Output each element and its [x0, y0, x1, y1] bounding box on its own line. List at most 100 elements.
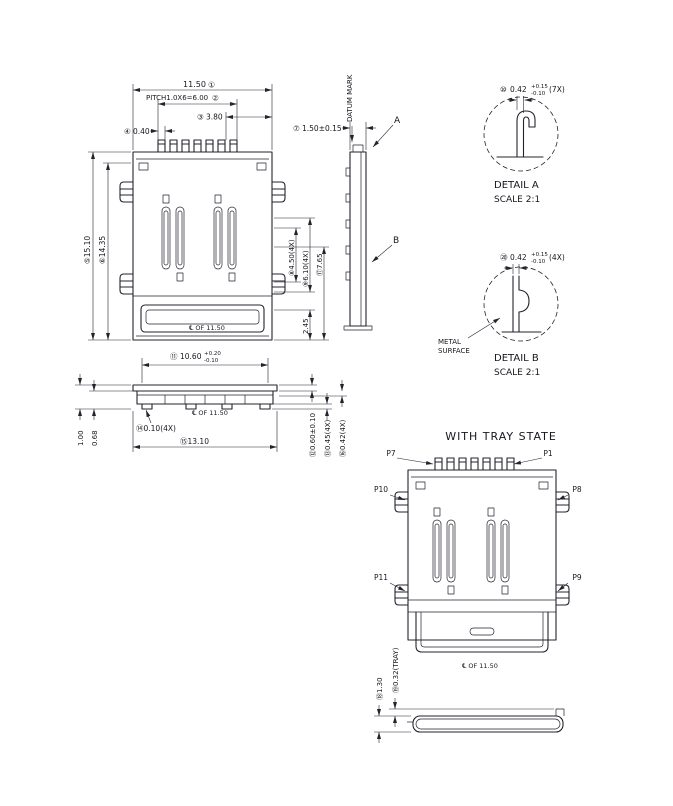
detail-a-scale: SCALE 2:1 [494, 195, 540, 205]
detail-b-dim-num: ⑳ [500, 253, 508, 262]
detail-a-tol-minus: -0.10 [531, 91, 546, 97]
tray-front-lip [415, 611, 549, 653]
detail-b-dim-suffix: (4X) [549, 253, 565, 262]
contact-pin [217, 139, 226, 153]
contact-pin [434, 457, 443, 471]
side-view-body-outline [349, 151, 367, 327]
pin-label-p8: P8 [572, 485, 582, 494]
pin-label-p7: P7 [386, 449, 396, 458]
callout-a-label: A [394, 116, 401, 126]
tray-side-dimension-lines [374, 698, 554, 743]
contact-pin [205, 139, 214, 153]
dim-pitch: PITCH1.0X6=6.00 [146, 94, 208, 102]
dim-1060-num: ⑪ [170, 352, 178, 361]
mounting-lug [271, 181, 286, 203]
mounting-lug [394, 491, 409, 513]
contact-slots [486, 507, 510, 595]
dim-765: ⑰7.65 [316, 253, 324, 276]
dim-040-num: ④ [124, 127, 131, 136]
dim-1510: ⑤15.10 [83, 236, 92, 264]
contact-pin [482, 457, 491, 471]
contact-pin [229, 139, 238, 153]
dim-width-num: ① [208, 81, 215, 90]
contact-pin [169, 139, 178, 153]
contact-slots [213, 194, 237, 282]
dim-150: 1.50±0.15 [302, 124, 342, 133]
dim-040: 0.40 [133, 127, 150, 136]
detail-a-dim-suffix: (7X) [549, 85, 565, 94]
dim-380-num: ③ [197, 113, 204, 122]
detail-b-dimension-lines [467, 264, 528, 339]
tray-opening [140, 304, 265, 333]
front-view: ⑪ 10.60 +0.20 -0.10 ℄ OF 11.50 1.00 0.68… [75, 351, 347, 457]
mounting-lug [555, 584, 570, 606]
detail-a-dimension-lines [508, 96, 533, 113]
contact-hook-profile [516, 110, 536, 158]
dim-060: ⑫0.60±0.10 [309, 413, 317, 457]
centerline-note: ℄ OF 11.50 [189, 324, 225, 332]
front-view-dimension-lines [75, 358, 347, 452]
contact-pin [446, 457, 455, 471]
dim-068: 0.68 [91, 430, 99, 446]
centerline-note: ℄ OF 11.50 [192, 409, 228, 417]
detail-a-dim-value: 0.42 [510, 85, 527, 94]
side-view-dimension-lines [342, 122, 394, 263]
dim-100: 1.00 [77, 430, 85, 446]
tray-state-view: WITH TRAY STATE P7 P1 P1 [374, 430, 582, 670]
contact-pin [181, 139, 190, 153]
datum-nub [352, 144, 364, 153]
contact-pin [193, 139, 202, 153]
detail-b-tol-plus: +0.15 [531, 252, 548, 258]
detail-b-circle [483, 266, 559, 342]
detail-a-circle [483, 96, 559, 172]
dim-1060: 10.60 [180, 352, 202, 361]
centerline-note: ℄ OF 11.50 [462, 662, 498, 670]
detail-b-tol-minus: -0.10 [531, 259, 546, 265]
contact-pin [506, 457, 515, 471]
metal-surface-label-1: METAL [438, 338, 461, 346]
mounting-lug [119, 181, 134, 203]
top-view: 11.50 ① PITCH1.0X6=6.00 ② ③ 3.80 ④ 0.40 … [83, 80, 329, 341]
detail-a-view: ⑩ 0.42 +0.15 -0.10 (7X) DETAIL A SCALE 2… [483, 84, 565, 205]
dim-450: ⑧4.50(4X) [288, 239, 296, 276]
dim-130: ⑱1.30 [376, 677, 384, 700]
mounting-lug [119, 273, 134, 295]
dim-245: 2.45 [302, 318, 310, 334]
tray-state-title: WITH TRAY STATE [445, 430, 557, 443]
pin-label-p11: P11 [374, 573, 388, 582]
dim-width: 11.50 [183, 80, 206, 89]
top-view-body-outline [132, 151, 273, 341]
contact-pin [458, 457, 467, 471]
dim-1435: ⑥14.35 [98, 236, 107, 264]
metal-surface-label-2: SURFACE [438, 347, 470, 355]
side-view: DATUM MARK ⑦ 1.50±0.15 A B [293, 74, 401, 331]
tray-view-leaders [389, 457, 569, 592]
mounting-lug [555, 491, 570, 513]
dim-1060-tol-plus: +0.20 [204, 351, 221, 357]
front-view-lip [132, 384, 278, 392]
detail-b-label: DETAIL B [494, 353, 539, 364]
pin-label-p10: P10 [374, 485, 388, 494]
dim-1060-tol-minus: -0.10 [204, 358, 219, 364]
dim-042: ⑯0.42(4X) [339, 419, 347, 457]
dim-380: 3.80 [206, 113, 223, 122]
dim-1310: ⑮13.10 [180, 437, 209, 446]
top-view-dimension-lines [88, 84, 329, 341]
pin-label-p9: P9 [572, 573, 582, 582]
dim-010: ⑭0.10(4X) [136, 424, 176, 433]
datum-mark-label: DATUM MARK [346, 74, 354, 122]
tray-view-body-outline [407, 469, 557, 641]
pin-label-p1: P1 [543, 449, 553, 458]
contact-pin [157, 139, 166, 153]
detail-a-tol-plus: +0.15 [531, 84, 548, 90]
callout-b-label: B [393, 236, 399, 246]
dim-610: ⑨6.10(4X) [302, 250, 310, 287]
dim-032-tray: ⑲0.32(TRAY) [392, 647, 400, 693]
detail-a-label: DETAIL A [494, 180, 539, 191]
mounting-lug [394, 584, 409, 606]
detail-b-dim-value: 0.42 [510, 253, 527, 262]
dim-150-num: ⑦ [293, 124, 300, 133]
detail-a-dim-num: ⑩ [500, 85, 507, 94]
